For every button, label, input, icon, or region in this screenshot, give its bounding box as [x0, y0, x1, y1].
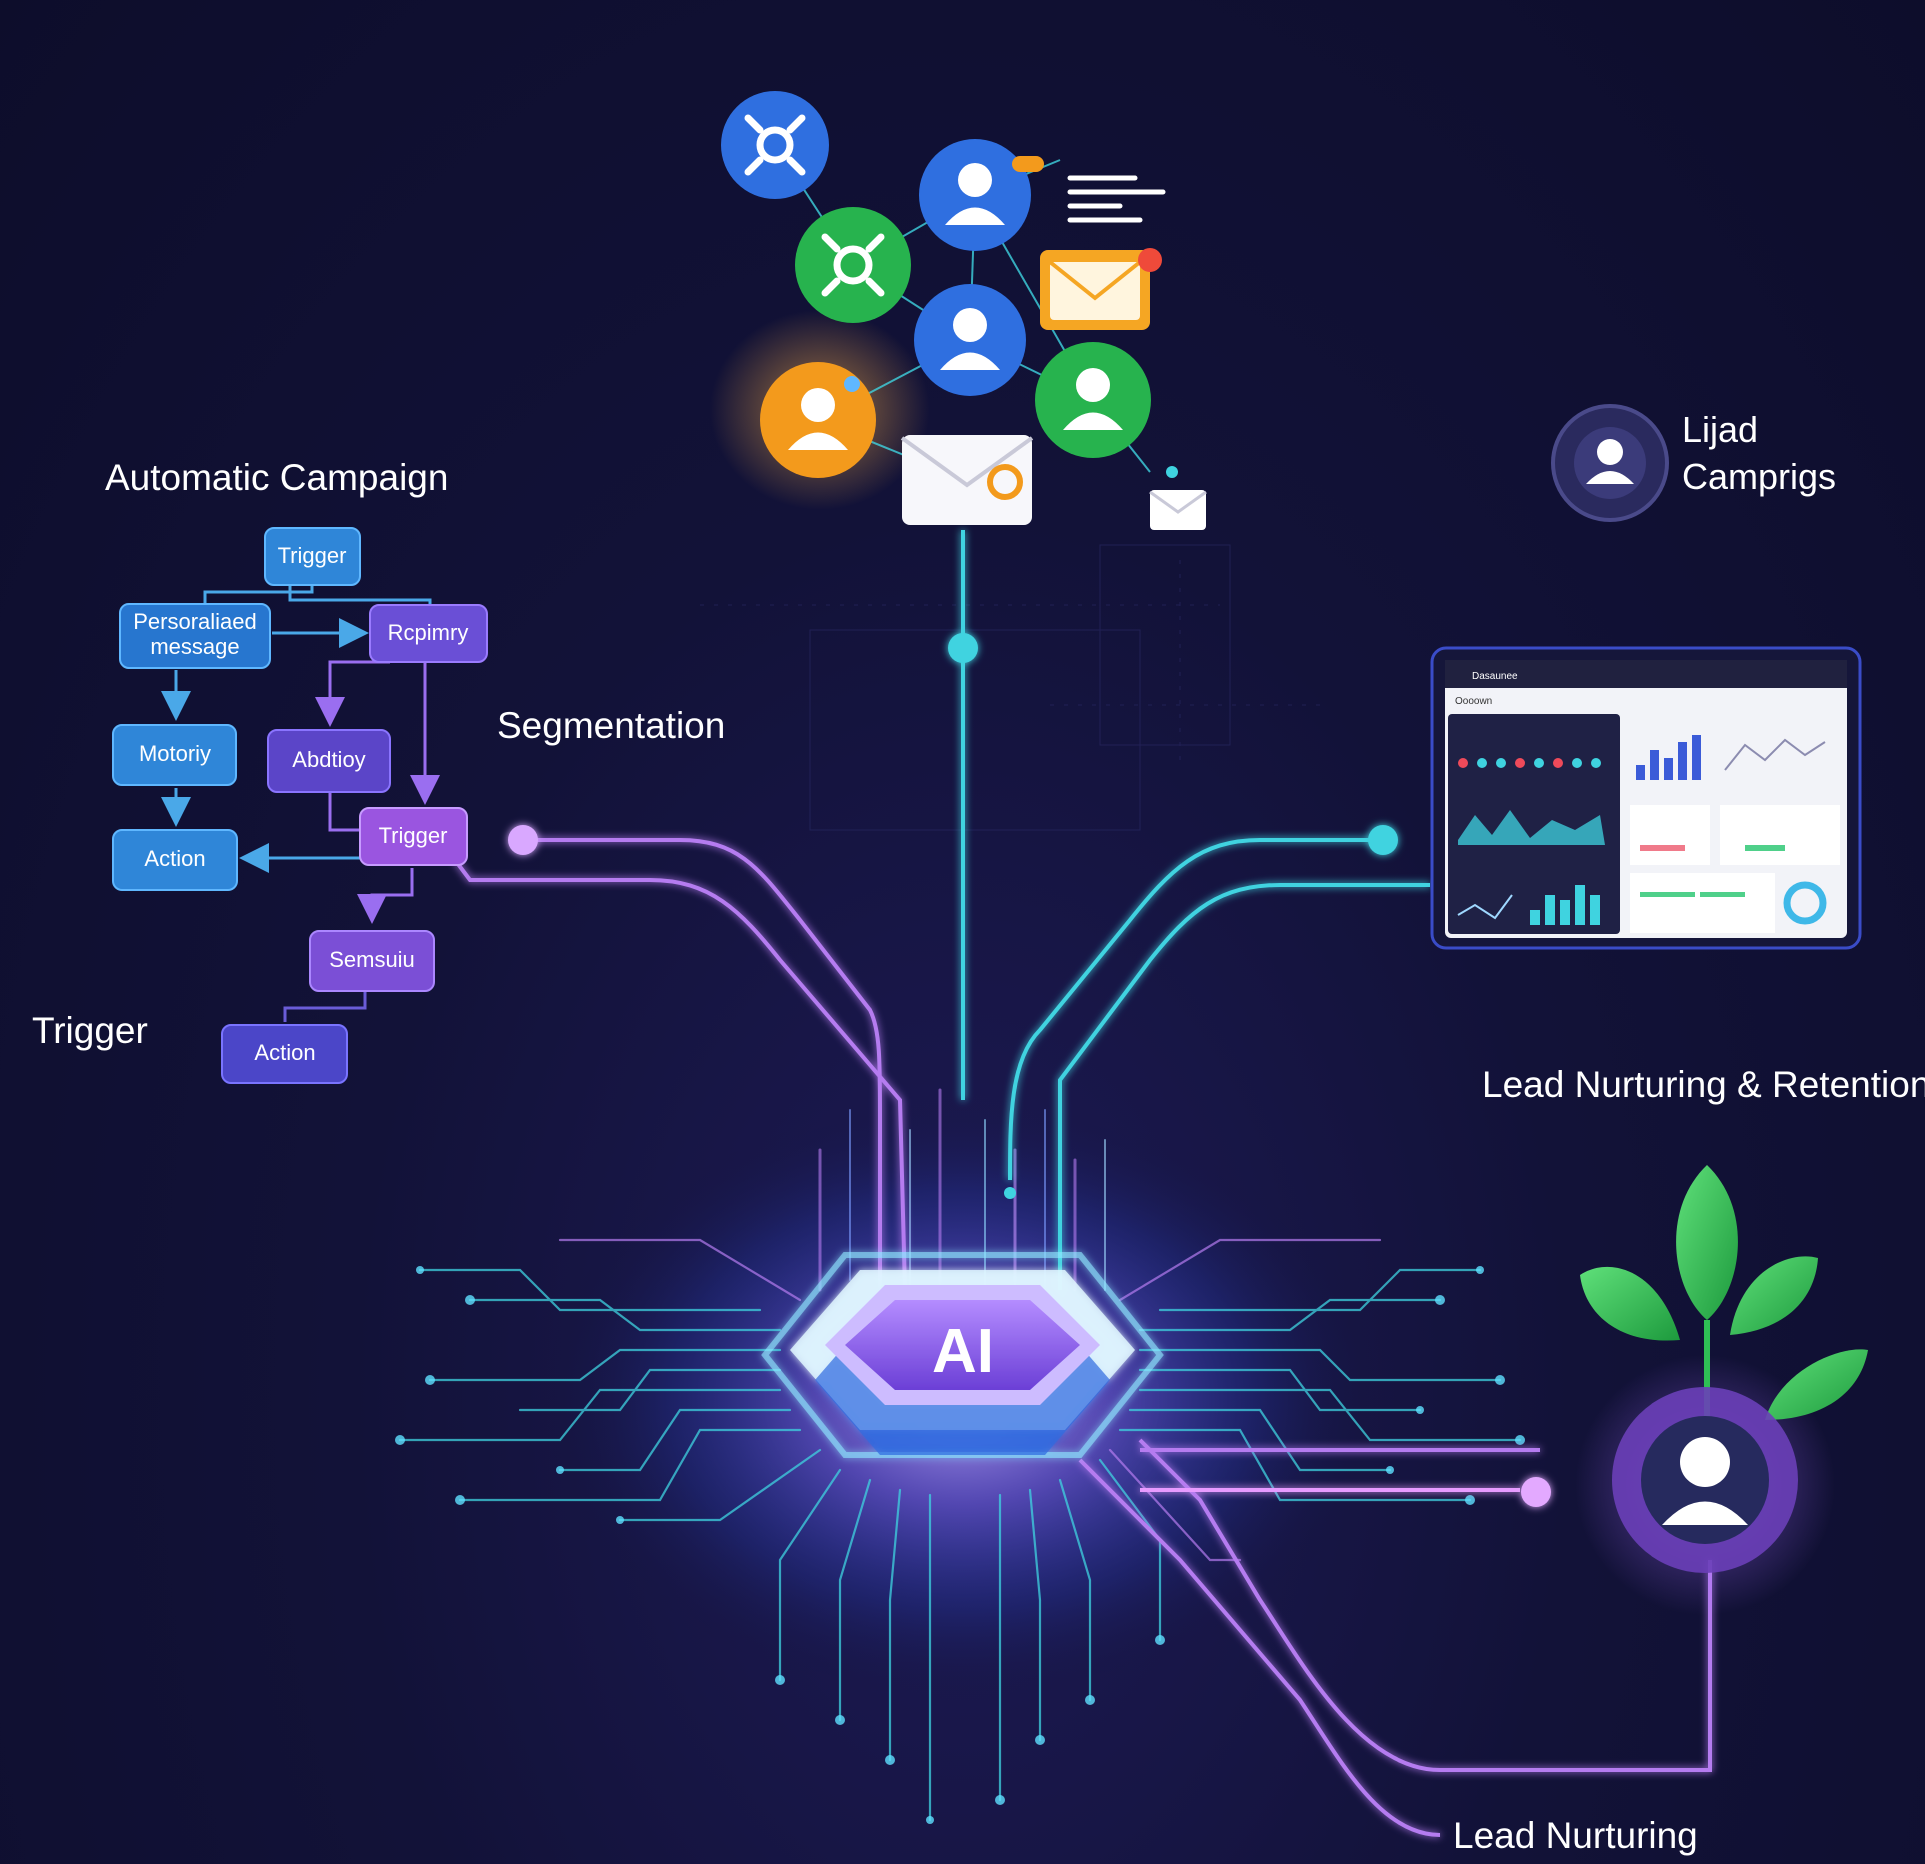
flow-box-personalized-message: Persoraliaed message: [119, 603, 271, 669]
text-lines-icon: [1067, 175, 1166, 223]
lead-nurturing-retention-label: Lead Nurturing & Retention: [1482, 1064, 1925, 1105]
email-icon-small: [1149, 466, 1207, 530]
user-icon: [1597, 439, 1623, 465]
dashboard-dark-line: [1457, 894, 1513, 920]
ai-chip-label: AI: [932, 1317, 994, 1386]
connector-lines: [453, 530, 1712, 1837]
dashboard-status-dots: [1458, 758, 1601, 768]
user-node-blue-top: [919, 139, 1044, 251]
user-icon: [1680, 1437, 1730, 1487]
user-icon: [1076, 368, 1110, 402]
user-node-orange: [760, 362, 876, 478]
user-icon: [801, 388, 835, 422]
network-node-blue: [721, 91, 829, 199]
svg-text:message: message: [150, 634, 239, 659]
flow-box-rcpimry: Rcpimry: [369, 604, 488, 663]
segmentation-label: Segmentation: [497, 705, 725, 746]
dashboard-subtitle: Oooown: [1455, 696, 1492, 707]
automatic-campaign-heading: Automatic Campaign: [105, 457, 448, 498]
dashboard-tablet: Dasaunee Oooown: [1430, 646, 1862, 950]
flow-box-abdtioy: Abdtioy: [267, 729, 391, 793]
nurtured-user-avatar: [1612, 1387, 1798, 1573]
flow-box-action-bottom: Action: [221, 1024, 348, 1084]
trigger-label: Trigger: [32, 1010, 148, 1051]
svg-text:Motoriy: Motoriy: [139, 741, 211, 766]
flow-arrows: [161, 580, 440, 1022]
flow-box-motoriy: Motoriy: [112, 724, 237, 786]
flow-box-trigger-mid: Trigger: [359, 807, 468, 866]
svg-text:Action: Action: [254, 1040, 315, 1065]
sprout-icon: [1580, 1165, 1868, 1420]
svg-text:Semsuiu: Semsuiu: [329, 947, 415, 972]
user-icon: [958, 163, 992, 197]
flow-box-semsuiu: Semsuiu: [309, 930, 435, 992]
email-icon-large-right: [1040, 248, 1162, 330]
ai-chip: AI: [761, 1252, 1164, 1458]
svg-text:Trigger: Trigger: [278, 543, 347, 568]
network-node-icon: [821, 233, 885, 297]
user-icon: [953, 308, 987, 342]
lead-campaigns-label-line2: Camprigs: [1682, 456, 1836, 497]
email-icon-center: [900, 435, 1034, 525]
lead-campaigns-avatar: [1551, 404, 1669, 522]
svg-text:Rcpimry: Rcpimry: [388, 620, 469, 645]
user-node-blue-mid: [914, 284, 1026, 396]
dashboard-donut-chart: [1783, 881, 1827, 925]
dashboard-bar-chart: [1636, 735, 1701, 780]
circuit-traces: [398, 1238, 1522, 1822]
svg-text:Abdtioy: Abdtioy: [292, 747, 365, 772]
particles: [395, 1266, 1525, 1824]
flow-box-trigger-top: Trigger: [264, 527, 361, 586]
lead-campaigns-label-line1: Lijad: [1682, 409, 1758, 450]
dashboard-mountain-chart: [1458, 810, 1605, 845]
lead-nurturing-label: Lead Nurturing: [1453, 1815, 1698, 1856]
svg-text:Action: Action: [144, 846, 205, 871]
background-grid: [700, 544, 1330, 831]
dashboard-title: Dasaunee: [1472, 671, 1518, 682]
network-node-icon: [744, 114, 806, 176]
svg-text:Trigger: Trigger: [379, 823, 448, 848]
svg-text:Persoraliaed: Persoraliaed: [133, 609, 257, 634]
flow-box-action-left: Action: [112, 829, 238, 891]
user-node-green: [1035, 342, 1151, 458]
network-node-green: [795, 207, 911, 323]
dashboard-dark-bars: [1530, 885, 1600, 925]
connector-nodes: [508, 633, 1551, 1507]
dashboard-line-chart: [1724, 738, 1826, 771]
